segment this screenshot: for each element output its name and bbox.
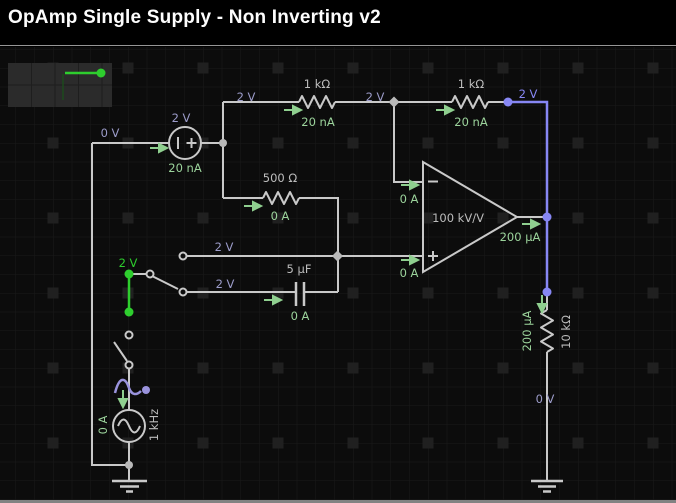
annotation-sine (113, 378, 142, 396)
window-bottom-border (0, 500, 676, 503)
junction-bias (219, 139, 227, 147)
voltage-label: 0 V (101, 126, 120, 140)
spst-lever[interactable] (113, 341, 128, 362)
switch-spst[interactable] (113, 330, 134, 370)
junction-output-bottom (542, 287, 552, 297)
value-label: 1 kΩ (304, 77, 331, 91)
ac-sine-symbol (117, 418, 141, 434)
spst-post-top (124, 330, 134, 340)
current-label: 200 µA (520, 310, 534, 351)
ac-source-body[interactable] (112, 409, 146, 443)
voltage-label: 2 V (216, 277, 235, 291)
current-label: 20 nA (301, 115, 335, 129)
labels: 0 V 2 V 20 nA 2 V 1 kΩ 20 nA 2 V 1 kΩ 20… (96, 77, 573, 441)
junction-output-mid (542, 212, 552, 222)
junction-feedback (388, 96, 400, 108)
ground-right[interactable] (531, 479, 563, 493)
current-label: 0 A (400, 192, 419, 206)
value-label: 1 kHz (147, 409, 161, 441)
wire-ground-left[interactable] (91, 143, 129, 466)
voltage-label: 2 V (172, 111, 191, 125)
spst-post-bottom (124, 360, 134, 370)
current-label: 20 nA (168, 161, 202, 175)
capacitor-c1[interactable] (294, 282, 306, 306)
scope-gridlines (8, 63, 112, 107)
waveform-annotation (113, 378, 150, 396)
page-title: OpAmp Single Supply - Non Inverting v2 (8, 7, 381, 28)
value-label: 10 kΩ (559, 315, 573, 349)
value-label: 500 Ω (263, 171, 298, 185)
ground-left[interactable] (112, 479, 147, 493)
annotation-dot (142, 386, 150, 394)
current-label: 0 A (96, 415, 110, 434)
voltage-label: 2 V (215, 240, 234, 254)
value-label: 1 kΩ (458, 77, 485, 91)
opamp-body[interactable] (422, 160, 519, 274)
resistor-r4[interactable] (540, 309, 554, 353)
wires[interactable] (91, 101, 548, 481)
spdt-lever[interactable] (152, 275, 179, 290)
junction-plus-input (332, 250, 343, 262)
resistor-r3[interactable] (262, 191, 300, 205)
voltage-label-selected: 2 V (519, 87, 538, 101)
scope-thumbnail[interactable] (8, 63, 112, 107)
voltage-label: 2 V (366, 90, 385, 104)
spdt-throw-top-post (178, 251, 188, 261)
circuit-canvas[interactable]: 0 V 2 V 20 nA 2 V 1 kΩ 20 nA 2 V 1 kΩ 20… (0, 47, 676, 503)
dc-voltage-source[interactable] (168, 126, 202, 160)
spdt-common-post (145, 269, 155, 279)
ac-source[interactable] (112, 409, 146, 443)
title-bar: OpAmp Single Supply - Non Inverting v2 (0, 0, 676, 46)
switch-spdt[interactable] (145, 251, 188, 297)
voltage-label: 0 V (536, 392, 555, 406)
resistor-r1[interactable] (298, 95, 336, 109)
junction-ground-left (125, 461, 133, 469)
voltage-label: 2 V (237, 90, 256, 104)
wire-output-selected[interactable] (508, 100, 549, 292)
current-label: 0 A (271, 209, 290, 223)
current-label: 200 µA (500, 230, 541, 244)
voltage-label-active: 2 V (119, 256, 138, 270)
dc-source-body[interactable] (168, 126, 202, 160)
opamp-gain-label: 100 kV/V (432, 211, 484, 225)
current-label: 0 A (400, 266, 419, 280)
junction-output-top (503, 97, 513, 107)
scope-trace-dot (96, 68, 106, 78)
junction-switch-top (124, 269, 134, 279)
current-label: 0 A (291, 309, 310, 323)
value-label: 5 µF (287, 262, 312, 276)
junction-switch-bottom (124, 307, 134, 317)
opamp[interactable] (422, 160, 519, 274)
resistor-r2[interactable] (451, 95, 489, 109)
current-label: 20 nA (454, 115, 488, 129)
spdt-throw-bottom-post (178, 287, 188, 297)
junction-dots (124, 96, 552, 469)
